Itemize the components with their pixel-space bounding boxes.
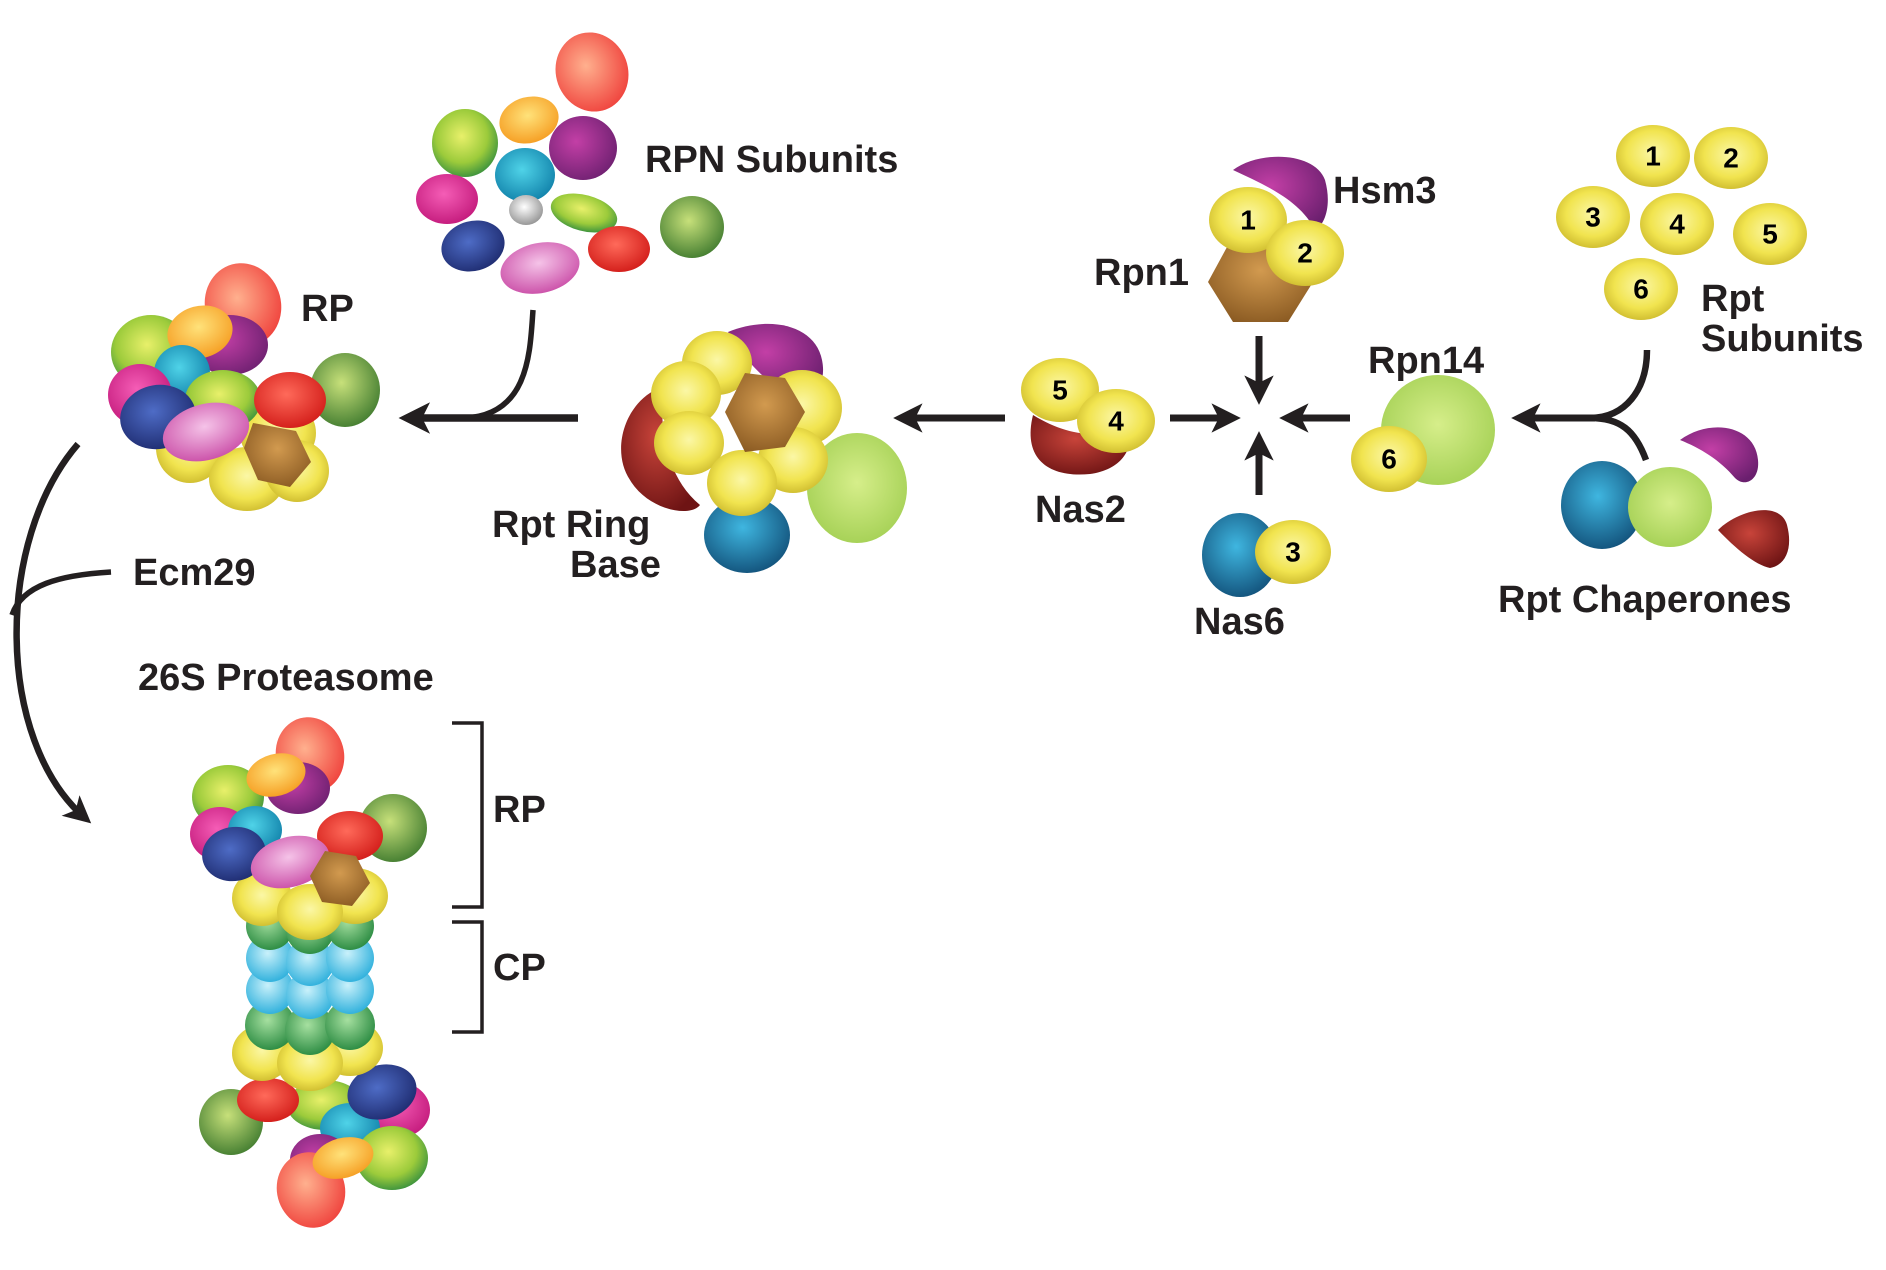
rp-complex <box>108 263 380 511</box>
label-rpn14: Rpn14 <box>1368 340 1484 382</box>
rpt-number-4: 4 <box>1669 209 1685 240</box>
rpt-number-2: 2 <box>1723 143 1739 174</box>
rpt-number-6: 6 <box>1633 274 1649 305</box>
proteasome-26s <box>190 717 430 1228</box>
label-26s-proteasome: 26S Proteasome <box>138 657 434 699</box>
label-rpt-ring: Rpt Ring <box>492 504 650 546</box>
rpt-chaperones-group <box>1561 427 1790 568</box>
rpn-merge-arrow <box>464 309 536 421</box>
nas2-number-5: 5 <box>1052 375 1068 406</box>
label-nas6: Nas6 <box>1194 601 1285 643</box>
label-ecm29: Ecm29 <box>133 552 256 594</box>
hsm3-number-2: 2 <box>1297 238 1313 269</box>
label-hsm3: Hsm3 <box>1333 170 1437 212</box>
nas6-complex: 3 <box>1202 513 1331 597</box>
label-rp-bracket: RP <box>493 789 546 831</box>
label-rpt-ring-base: Base <box>570 544 661 586</box>
label-rpt-subunits-line1: Rpt <box>1701 278 1765 320</box>
label-nas2: Nas2 <box>1035 489 1126 531</box>
rpt-subunits-group: 1 2 3 4 5 6 <box>1556 125 1807 320</box>
label-rpn-subunits: RPN Subunits <box>645 139 898 181</box>
rpn14-complex: 6 <box>1351 375 1495 492</box>
proteasome-formation-arrow <box>13 441 92 824</box>
rpt-number-1: 1 <box>1645 141 1661 172</box>
nas6-number-3: 3 <box>1285 537 1301 568</box>
label-rpn1: Rpn1 <box>1094 252 1189 294</box>
nas2-complex: 5 4 <box>1021 358 1155 475</box>
hsm3-number-1: 1 <box>1240 205 1256 236</box>
rpt-subunit-merge-line <box>1589 349 1651 422</box>
rpt-ring-base <box>621 323 907 573</box>
nas2-number-4: 4 <box>1108 406 1124 437</box>
label-cp-bracket: CP <box>493 947 546 989</box>
cp-bracket <box>452 920 484 1034</box>
label-rp-top: RP <box>301 288 354 330</box>
rp-bracket <box>452 721 484 909</box>
rpt-number-3: 3 <box>1585 202 1601 233</box>
label-rpt-chaperones: Rpt Chaperones <box>1498 579 1791 621</box>
rpn14-number-6: 6 <box>1381 444 1397 475</box>
ecm29-join-line <box>9 569 112 617</box>
label-rpt-subunits-line2: Subunits <box>1701 318 1864 360</box>
assembly-arrows <box>9 309 1651 824</box>
rpt-number-5: 5 <box>1762 219 1778 250</box>
rpt-chaperone-merge-line <box>1589 414 1650 462</box>
rpn-subunits-cluster <box>416 32 724 294</box>
hsm3-rpn1-complex: 1 2 <box>1208 156 1344 322</box>
